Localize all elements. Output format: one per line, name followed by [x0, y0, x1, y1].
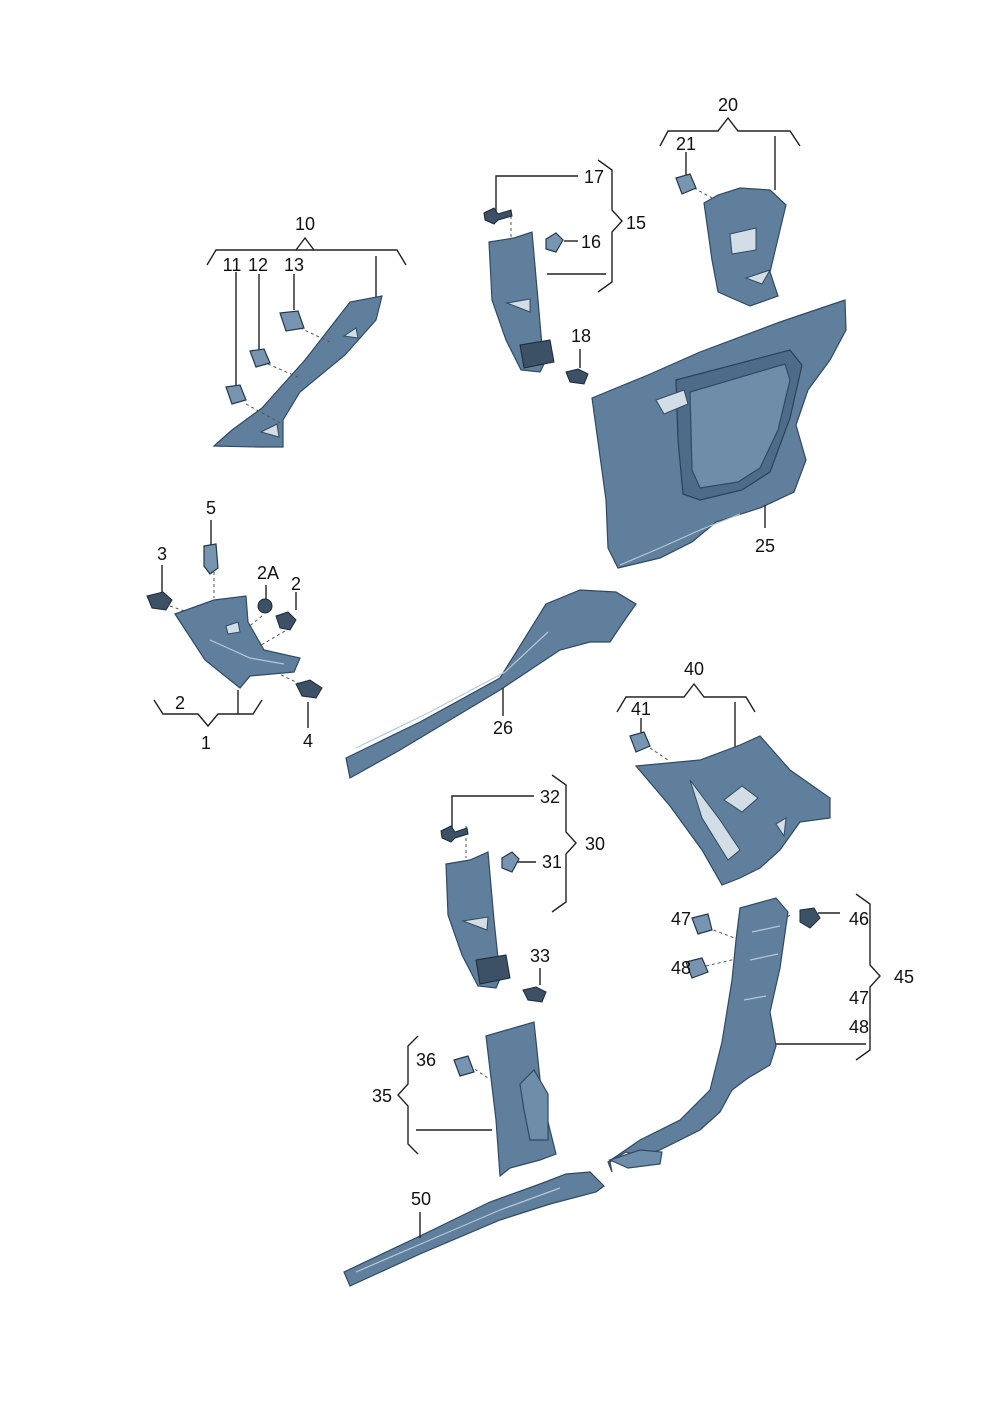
a-pillar-trim — [212, 295, 383, 448]
part-group-35: 36 35 — [372, 1021, 557, 1178]
label-2-screw: 2 — [291, 574, 301, 594]
label-1: 1 — [201, 733, 211, 753]
label-4: 4 — [303, 731, 313, 751]
sill-trim-driver — [345, 589, 637, 779]
label-46: 46 — [849, 909, 869, 929]
label-16: 16 — [581, 232, 601, 252]
label-45: 45 — [894, 967, 914, 987]
label-21: 21 — [676, 134, 696, 154]
clip-21 — [675, 173, 697, 195]
screw-2 — [275, 611, 297, 631]
clip-48 — [685, 957, 709, 979]
label-36: 36 — [416, 1050, 436, 1070]
clip-11 — [225, 384, 247, 405]
label-15: 15 — [626, 213, 646, 233]
label-18: 18 — [571, 326, 591, 346]
clip-12 — [249, 348, 271, 368]
clip-31 — [501, 851, 520, 873]
screw-4 — [295, 679, 323, 699]
label-30: 30 — [585, 834, 605, 854]
bracket-45 — [855, 893, 881, 1061]
bracket-10 — [206, 249, 407, 266]
part-26: 26 — [345, 589, 637, 779]
label-32: 32 — [540, 787, 560, 807]
clip-47 — [691, 913, 713, 935]
label-48-45: 48 — [849, 1017, 869, 1037]
clip-16 — [545, 232, 564, 253]
clip-3 — [146, 591, 173, 611]
label-47-45: 47 — [849, 988, 869, 1008]
label-47: 47 — [671, 909, 691, 929]
label-35: 35 — [372, 1086, 392, 1106]
label-33: 33 — [530, 946, 550, 966]
label-25: 25 — [755, 536, 775, 556]
bracket-1 — [153, 699, 263, 728]
footwell-side-trim — [174, 595, 301, 689]
part-group-15: 17 16 15 18 — [483, 159, 646, 385]
label-13: 13 — [284, 255, 304, 275]
label-48: 48 — [671, 958, 691, 978]
quarter-lower-trim — [607, 897, 789, 1173]
bolt-32 — [440, 825, 469, 843]
part-group-1: 5 3 2A 2 2 1 4 — [146, 498, 323, 753]
clip-13 — [279, 310, 305, 332]
bracket-15 — [597, 159, 623, 293]
bolt-17 — [483, 207, 513, 225]
part-group-10: 10 11 12 13 — [206, 214, 407, 448]
part-group-40: 40 41 — [616, 659, 831, 886]
label-5: 5 — [206, 498, 216, 518]
label-41: 41 — [631, 699, 651, 719]
label-20: 20 — [718, 95, 738, 115]
label-12: 12 — [248, 255, 268, 275]
label-50: 50 — [411, 1189, 431, 1209]
label-3: 3 — [157, 544, 167, 564]
nut-2a — [257, 598, 273, 614]
clip-46 — [799, 907, 821, 929]
label-31: 31 — [542, 852, 562, 872]
label-10: 10 — [295, 214, 315, 234]
label-17: 17 — [584, 167, 604, 187]
clip-5 — [203, 543, 219, 575]
label-2a: 2A — [257, 563, 279, 583]
part-group-45: 47 48 46 45 47 48 — [607, 893, 914, 1173]
bolt-18 — [565, 368, 589, 385]
label-40: 40 — [684, 659, 704, 679]
sill-trim-passenger — [343, 1171, 605, 1287]
bracket-35 — [397, 1035, 419, 1155]
bracket-20 — [659, 116, 801, 147]
clip-36 — [453, 1055, 475, 1077]
part-50: 50 — [343, 1171, 605, 1287]
label-11: 11 — [223, 255, 242, 275]
bracket-30 — [551, 774, 577, 913]
bolt-33 — [522, 986, 547, 1003]
label-2: 2 — [175, 693, 185, 713]
part-group-20: 20 21 — [659, 95, 801, 307]
part-group-30: 32 31 30 33 — [440, 774, 605, 1003]
label-26: 26 — [493, 718, 513, 738]
part-25: 25 — [591, 299, 847, 569]
c-pillar-lower-trim — [634, 735, 831, 886]
clip-41 — [629, 731, 651, 753]
bracket-40 — [616, 682, 756, 713]
